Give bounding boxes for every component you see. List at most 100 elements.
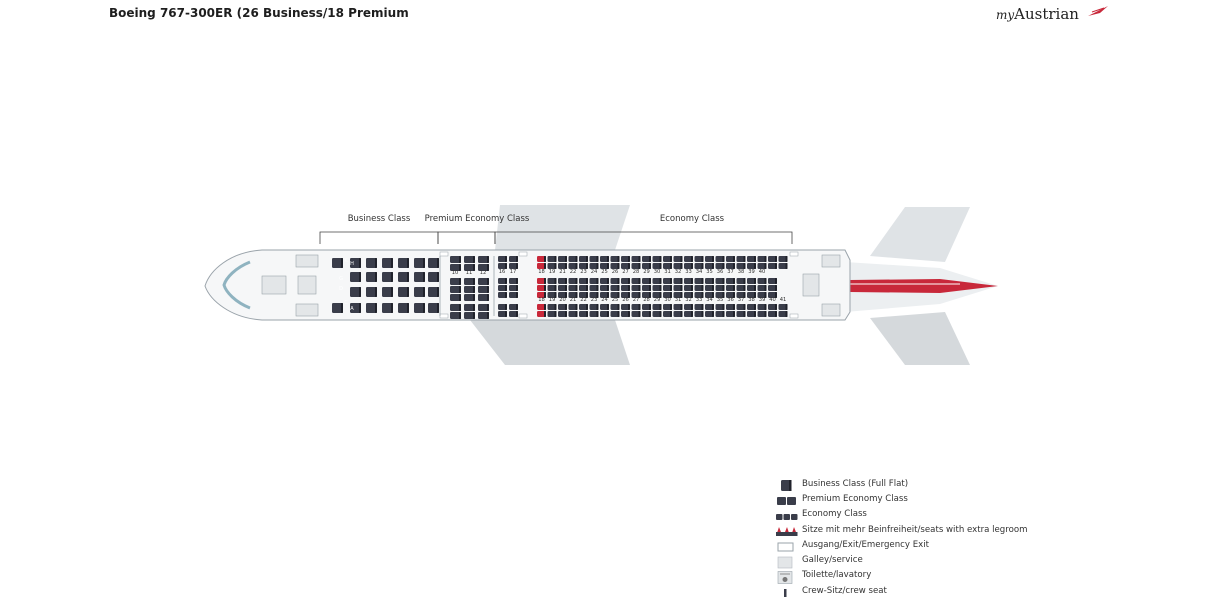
economy-seat[interactable] <box>589 285 599 291</box>
business-seat[interactable] <box>398 258 409 268</box>
economy-seat[interactable] <box>558 285 567 291</box>
economy-seat[interactable] <box>621 256 630 262</box>
economy-seat[interactable] <box>715 285 725 291</box>
economy-seat[interactable] <box>652 304 662 310</box>
economy-seat[interactable] <box>652 285 662 291</box>
business-seat[interactable] <box>428 258 439 268</box>
economy-seat[interactable] <box>715 278 725 284</box>
economy-seat[interactable] <box>663 256 672 262</box>
premium-seat[interactable] <box>478 294 489 301</box>
business-seat[interactable] <box>414 258 425 268</box>
economy-seat[interactable] <box>589 278 599 284</box>
premium-seat[interactable] <box>464 304 475 311</box>
business-seat[interactable] <box>398 272 409 282</box>
economy-seat[interactable] <box>579 285 588 291</box>
economy-seat[interactable] <box>736 311 746 317</box>
economy-seat[interactable] <box>579 278 588 284</box>
economy-seat[interactable] <box>558 304 567 310</box>
economy-seat[interactable] <box>610 311 620 317</box>
economy-seat[interactable] <box>768 304 777 310</box>
economy-seat[interactable] <box>498 263 507 269</box>
economy-seat[interactable] <box>694 285 704 291</box>
economy-seat[interactable] <box>547 285 557 291</box>
economy-seat[interactable] <box>600 278 609 284</box>
economy-seat[interactable] <box>568 292 578 298</box>
economy-seat[interactable] <box>547 292 557 298</box>
business-seat[interactable] <box>366 272 377 282</box>
economy-seat[interactable] <box>610 278 620 284</box>
economy-seat[interactable] <box>568 285 578 291</box>
economy-seat[interactable] <box>726 263 735 269</box>
economy-seat[interactable] <box>631 278 641 284</box>
economy-seat[interactable] <box>757 256 767 262</box>
economy-seat[interactable] <box>509 278 518 284</box>
economy-seat[interactable] <box>547 263 557 269</box>
economy-seat[interactable] <box>509 311 518 317</box>
economy-seat[interactable] <box>589 304 599 310</box>
economy-seat[interactable] <box>610 292 620 298</box>
economy-seat[interactable] <box>631 285 641 291</box>
economy-seat[interactable] <box>694 256 704 262</box>
economy-seat[interactable] <box>547 278 557 284</box>
economy-seat[interactable] <box>705 278 714 284</box>
economy-seat[interactable] <box>705 256 714 262</box>
economy-seat[interactable] <box>768 278 777 284</box>
extra-legroom-seat[interactable] <box>537 256 546 262</box>
economy-seat[interactable] <box>747 292 756 298</box>
economy-seat[interactable] <box>579 292 588 298</box>
economy-seat[interactable] <box>663 304 672 310</box>
business-seat[interactable] <box>382 287 393 297</box>
economy-seat[interactable] <box>736 304 746 310</box>
business-seat[interactable] <box>332 258 343 268</box>
economy-seat[interactable] <box>694 263 704 269</box>
economy-seat[interactable] <box>736 292 746 298</box>
economy-seat[interactable] <box>568 304 578 310</box>
economy-seat[interactable] <box>610 256 620 262</box>
economy-seat[interactable] <box>610 263 620 269</box>
economy-seat[interactable] <box>568 263 578 269</box>
economy-seat[interactable] <box>757 285 767 291</box>
economy-seat[interactable] <box>621 311 630 317</box>
economy-seat[interactable] <box>778 311 788 317</box>
extra-legroom-seat[interactable] <box>537 292 546 298</box>
economy-seat[interactable] <box>673 278 683 284</box>
business-seat[interactable] <box>366 303 377 313</box>
economy-seat[interactable] <box>642 311 651 317</box>
economy-seat[interactable] <box>600 256 609 262</box>
economy-seat[interactable] <box>558 263 567 269</box>
business-seat[interactable] <box>428 303 439 313</box>
economy-seat[interactable] <box>579 304 588 310</box>
economy-seat[interactable] <box>694 292 704 298</box>
economy-seat[interactable] <box>705 292 714 298</box>
economy-seat[interactable] <box>747 256 756 262</box>
economy-seat[interactable] <box>747 304 756 310</box>
economy-seat[interactable] <box>509 292 518 298</box>
business-seat[interactable] <box>382 258 393 268</box>
economy-seat[interactable] <box>778 304 788 310</box>
economy-seat[interactable] <box>768 292 777 298</box>
economy-seat[interactable] <box>579 311 588 317</box>
economy-seat[interactable] <box>736 278 746 284</box>
economy-seat[interactable] <box>684 311 693 317</box>
economy-seat[interactable] <box>768 311 777 317</box>
economy-seat[interactable] <box>768 285 777 291</box>
business-seat[interactable] <box>350 272 361 282</box>
economy-seat[interactable] <box>726 304 735 310</box>
economy-seat[interactable] <box>631 256 641 262</box>
economy-seat[interactable] <box>757 292 767 298</box>
premium-seat[interactable] <box>450 294 461 301</box>
economy-seat[interactable] <box>509 256 518 262</box>
economy-seat[interactable] <box>642 292 651 298</box>
extra-legroom-seat[interactable] <box>537 263 546 269</box>
business-seat[interactable] <box>350 287 361 297</box>
premium-seat[interactable] <box>464 312 475 319</box>
economy-seat[interactable] <box>547 311 557 317</box>
economy-seat[interactable] <box>663 311 672 317</box>
economy-seat[interactable] <box>600 285 609 291</box>
economy-seat[interactable] <box>663 278 672 284</box>
economy-seat[interactable] <box>747 311 756 317</box>
economy-seat[interactable] <box>715 256 725 262</box>
economy-seat[interactable] <box>747 263 756 269</box>
extra-legroom-seat[interactable] <box>537 311 546 317</box>
economy-seat[interactable] <box>673 292 683 298</box>
